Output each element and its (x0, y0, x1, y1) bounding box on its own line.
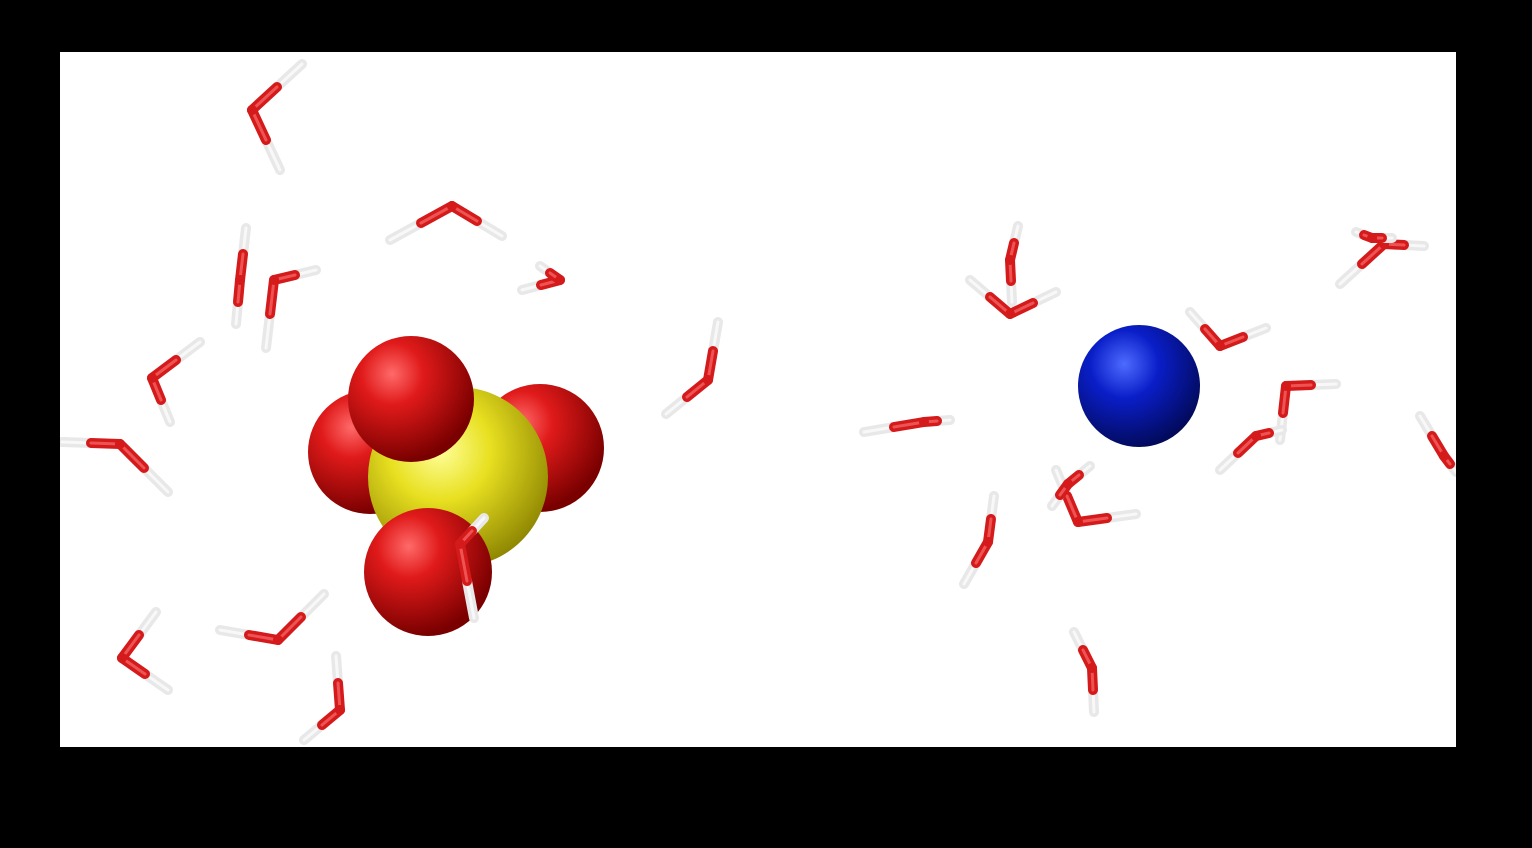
water-oxygen-joint (273, 635, 283, 645)
water-molecule (859, 415, 955, 437)
water-oxygen-joint (269, 275, 279, 285)
water-oxygen-joint (555, 275, 565, 285)
water-molecule (1047, 461, 1095, 511)
water-oxygen-joint (1005, 309, 1015, 319)
water-molecule (385, 201, 507, 245)
water-molecule (455, 513, 489, 623)
water-molecule (261, 265, 321, 353)
water-oxygen-joint (1251, 431, 1261, 441)
hydrogen-highlight (264, 138, 282, 172)
oxygen-highlight (892, 420, 926, 429)
water-oxygen-joint (335, 705, 345, 715)
water-molecule (661, 317, 723, 419)
water-molecules (60, 59, 1456, 745)
water-molecule (1335, 239, 1429, 289)
water-oxygen-joint (235, 275, 245, 285)
cation-sphere (1078, 325, 1200, 447)
water-oxygen-joint (983, 537, 993, 547)
oxygen-highlight (458, 542, 469, 583)
hydrogen-highlight (465, 579, 476, 620)
molecular-render-viewport (60, 52, 1456, 747)
water-molecule (517, 261, 565, 295)
water-oxygen-joint (455, 539, 465, 549)
water-oxygen-joint (1063, 479, 1073, 489)
water-oxygen-joint (117, 653, 127, 663)
water-oxygen-joint (115, 439, 125, 449)
water-oxygen-joint (1073, 517, 1083, 527)
water-oxygen-joint (1215, 341, 1225, 351)
oxygen-highlight (419, 204, 454, 225)
water-molecule (1069, 627, 1099, 717)
water-molecule (1005, 221, 1023, 307)
sulfate-ion (308, 336, 604, 636)
water-molecule (965, 275, 1061, 319)
water-oxygen-joint (1281, 381, 1291, 391)
water-oxygen-joint (147, 373, 157, 383)
hydrogen-highlight (275, 62, 304, 89)
hydrogen-highlight (142, 466, 170, 494)
water-molecule (1275, 379, 1341, 445)
water-oxygen-joint (1087, 663, 1097, 673)
water-oxygen-joint (1439, 451, 1449, 461)
water-molecule (147, 337, 205, 427)
water-molecule (215, 589, 329, 645)
oxygen-highlight (250, 85, 279, 112)
oxygen-highlight (250, 108, 268, 142)
oxygen-highlight (276, 615, 303, 642)
water-molecule (299, 651, 345, 745)
water-oxygen-joint (447, 201, 457, 211)
hydrogen-highlight (388, 221, 423, 242)
water-oxygen-joint (919, 417, 929, 427)
oxygen-highlight (118, 442, 146, 470)
water-molecule (1351, 227, 1397, 243)
molecular-scene (60, 59, 1456, 745)
water-oxygen-joint (1367, 233, 1377, 243)
water-molecule (959, 491, 999, 589)
water-molecule (1185, 307, 1271, 351)
water-molecule (1215, 425, 1287, 475)
water-molecule (231, 223, 251, 329)
water-oxygen-joint (1005, 255, 1015, 265)
hydrogen-highlight (264, 312, 272, 350)
water-molecule (117, 607, 173, 695)
oxygen-highlight (268, 278, 276, 316)
water-molecule (1415, 411, 1456, 477)
water-molecule (247, 59, 307, 175)
sulfate-oxygen-top (348, 336, 474, 462)
water-molecule (60, 437, 173, 497)
hydrogen-highlight (862, 425, 896, 434)
water-oxygen-joint (247, 105, 257, 115)
water-oxygen-joint (703, 375, 713, 385)
hydrogen-highlight (299, 592, 326, 619)
